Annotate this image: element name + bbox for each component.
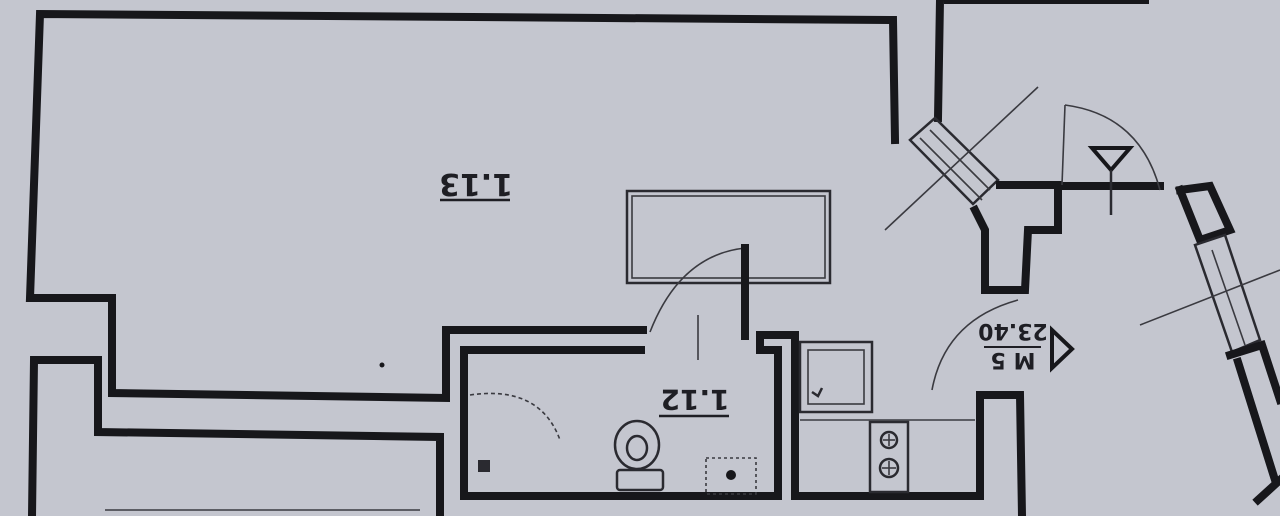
- bath-shower-arc: [469, 392, 561, 441]
- corridor-door-swing: [1061, 104, 1161, 191]
- bath-door-swing: [649, 244, 749, 360]
- counter-block: [625, 189, 832, 285]
- sink-icon: [798, 340, 874, 414]
- diagonal-window-right: [1139, 181, 1280, 486]
- diagonal-door-frame-top: [884, 86, 1039, 231]
- entrance-arrow-icon: [1087, 146, 1135, 215]
- wall-corridor-lower: [976, 391, 1027, 516]
- wall-bathroom: [460, 331, 799, 500]
- corridor-lower-door-arc: [931, 299, 1019, 391]
- drain-icon: [705, 457, 757, 495]
- wall-corridor-middle: [969, 181, 1062, 294]
- room-number-corridor: M 5: [991, 347, 1036, 372]
- main-room-dot: [379, 362, 385, 368]
- toilet-icon: [613, 419, 665, 492]
- wall-main-room: [25, 9, 900, 403]
- room-label-corridor: M 5 23.40: [978, 318, 1048, 372]
- stove-icon: [868, 420, 910, 494]
- room-label-bath: 1.12: [659, 383, 730, 418]
- room-label-main: 1.13: [439, 166, 513, 202]
- room-number-bath: 1.12: [660, 383, 729, 416]
- wall-kitchen-bottom: [791, 391, 984, 500]
- wall-lower-left-room: [27, 356, 444, 516]
- wall-corridor-top: [933, 0, 945, 123]
- direction-marker-icon: [1050, 325, 1075, 373]
- wall-corner-bottom-right: [1252, 474, 1280, 506]
- room-area-corridor: 23.40: [978, 318, 1048, 343]
- bath-fixture-square: [478, 460, 490, 472]
- room-number-main: 1.13: [439, 166, 513, 201]
